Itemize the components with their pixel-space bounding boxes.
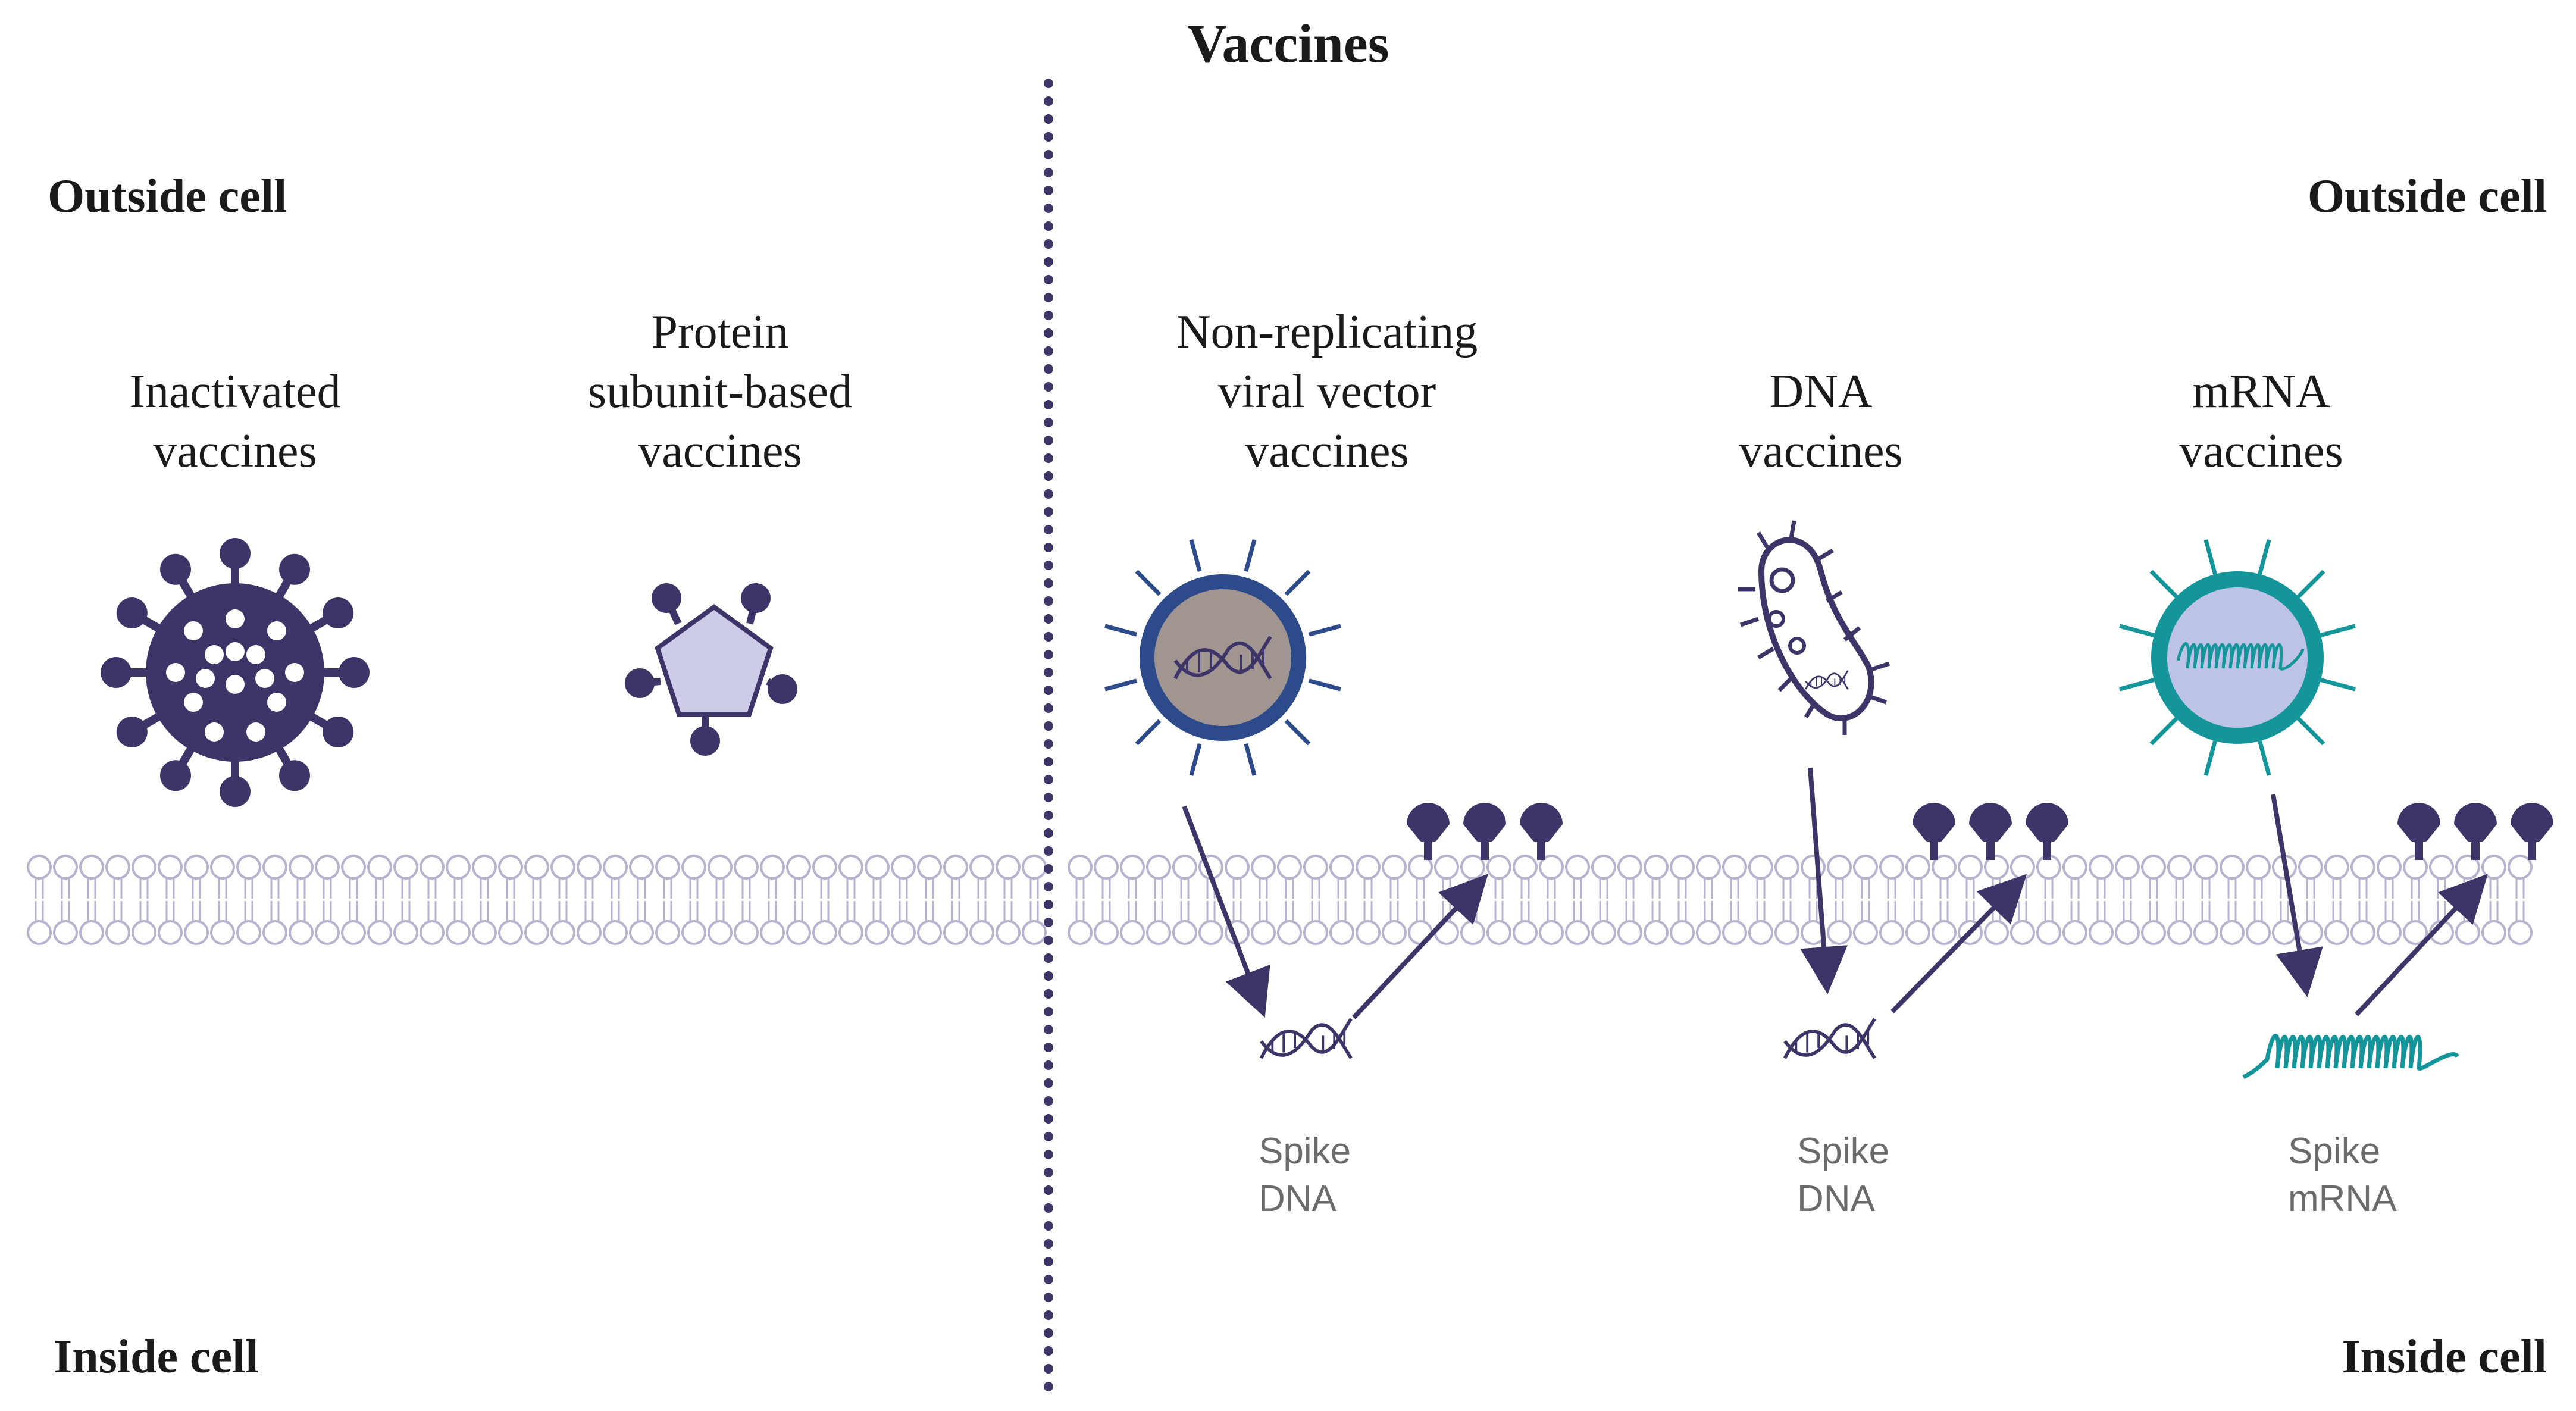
- inside-cell-label-left: Inside cell: [54, 1331, 259, 1383]
- spike-protein-icon: [1407, 803, 1450, 860]
- viral-vector-icon: [1104, 539, 1341, 776]
- spike-protein-icon: [2397, 803, 2440, 860]
- spike-protein-icon: [2026, 803, 2068, 860]
- divider-line: [1044, 79, 1053, 1391]
- spike-protein-icon: [2454, 803, 2497, 860]
- spike-dna-label-dna: Spike DNA: [1797, 1131, 1890, 1219]
- protein-subunit-vaccines-label: Protein subunit-based vaccines: [587, 306, 853, 477]
- spike-mrna-strand-icon: [2242, 1034, 2459, 1080]
- spike-receptors: [1407, 803, 2553, 860]
- outside-cell-label-right: Outside cell: [2307, 170, 2547, 223]
- spike-protein-icon: [1520, 803, 1563, 860]
- page-title: Vaccines: [1187, 13, 1389, 74]
- spike-protein-icon: [1969, 803, 2012, 860]
- arrow: [1352, 874, 1488, 1019]
- spike-protein-icon: [1463, 803, 1506, 860]
- dna-bacterium-icon: [1738, 520, 1890, 735]
- mrna-nanoparticle-icon: [2119, 539, 2356, 776]
- outside-cell-label-left: Outside cell: [48, 170, 287, 223]
- spike-dna-label-vector: Spike DNA: [1259, 1131, 1351, 1219]
- arrow: [1800, 767, 1848, 994]
- arrow: [1890, 874, 2027, 1013]
- inside-cell-label-right: Inside cell: [2342, 1331, 2547, 1383]
- arrow: [1182, 805, 1270, 1018]
- arrow: [2355, 874, 2488, 1016]
- arrow: [2271, 794, 2323, 997]
- arrows: [1182, 767, 2488, 1019]
- viral-vector-vaccines-label: Non-replicating viral vector vaccines: [1176, 306, 1478, 477]
- dna-vaccines-label: DNA vaccines: [1739, 365, 1903, 477]
- inactivated-vaccines-label: Inactivated vaccines: [129, 365, 341, 477]
- spike-protein-icon: [2511, 803, 2553, 860]
- protein-subunit-icon: [625, 583, 797, 756]
- spike-protein-icon: [1913, 803, 1955, 860]
- spike-dna-helix-icon: [1785, 1019, 1874, 1058]
- mrna-vaccines-label: mRNA vaccines: [2179, 365, 2343, 477]
- cell-membrane: [27, 855, 2533, 945]
- spike-dna-helix-icon: [1261, 1019, 1351, 1058]
- inactivated-virus-icon: [101, 538, 370, 807]
- spike-mrna-label: Spike mRNA: [2288, 1131, 2397, 1219]
